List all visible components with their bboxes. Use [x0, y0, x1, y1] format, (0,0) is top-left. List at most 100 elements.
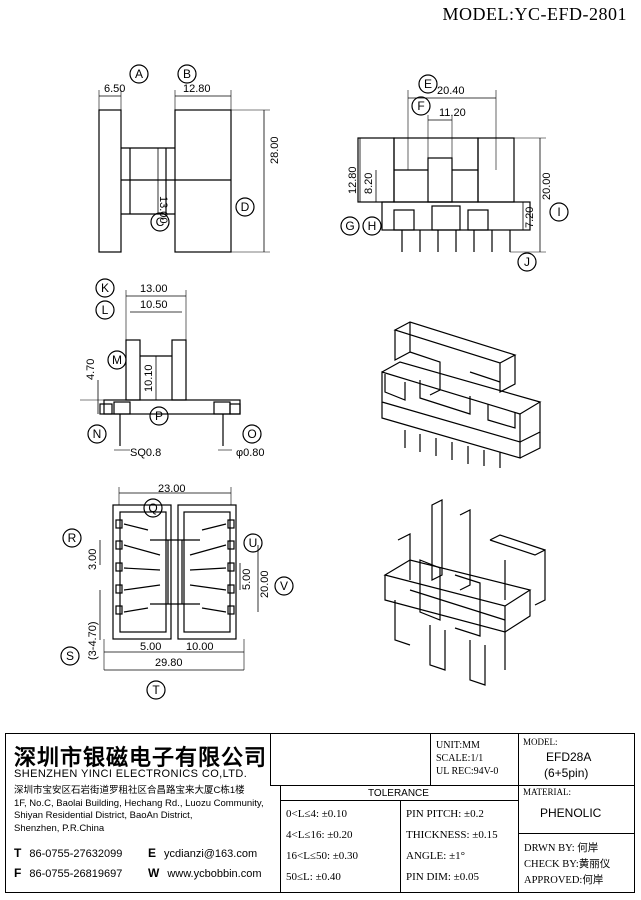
label-H: H [368, 219, 377, 233]
divider-5 [400, 800, 401, 893]
tol-left-2: 4<L≤16: ±0.20 [286, 829, 353, 841]
dim-t: 29.80 [155, 657, 183, 669]
elevation-view [80, 278, 262, 451]
title-block [5, 733, 635, 893]
label-V: V [280, 579, 288, 593]
divider-3 [518, 733, 519, 893]
model-value: EFD28A [546, 750, 592, 764]
label-J: J [524, 255, 530, 269]
fax-value: 86-0755-26819697 [29, 868, 123, 880]
scale: SCALE:1/1 [436, 753, 484, 764]
address-line-4: Shenzhen, P.R.China [14, 822, 105, 834]
dim-m: 4.70 [85, 359, 97, 380]
tol-right-4: PIN DIM: ±0.05 [406, 871, 479, 883]
fax: F 86-0755-26819697 [14, 866, 122, 880]
hdivider-2 [280, 800, 518, 801]
isometric-bottom [383, 499, 546, 686]
label-Q: Q [148, 501, 157, 515]
divider-1 [270, 733, 271, 785]
dim-l: 10.50 [140, 299, 168, 311]
dim-e: 20.40 [437, 85, 465, 97]
approved-by: APPROVED:何岸 [524, 875, 604, 886]
dim-d: 28.00 [269, 136, 281, 164]
label-F: F [417, 99, 424, 113]
label-C: C [156, 215, 165, 229]
ul-rec: UL REC:94V-0 [436, 766, 499, 777]
isometric-top [381, 321, 542, 468]
dim-j: 7.20 [524, 207, 536, 228]
tol-right-3: ANGLE: ±1° [406, 850, 466, 862]
dim-c: 13.00 [157, 196, 169, 224]
tolerance-title: TOLERANCE [368, 788, 429, 799]
hdivider-3 [518, 833, 635, 834]
label-B: B [183, 67, 191, 81]
dim-u: 5.00 [241, 569, 253, 590]
fax-label: F [14, 866, 22, 880]
email-value[interactable]: ycdianzi@163.com [164, 848, 258, 860]
company-cn: 深圳市银磁电子有限公司 [14, 745, 268, 771]
label-M: M [112, 353, 122, 367]
label-L: L [102, 303, 109, 317]
model-label: MODEL: [523, 737, 558, 747]
divider-4 [280, 785, 281, 893]
dim-b: 12.80 [183, 83, 211, 95]
label-E: E [424, 77, 432, 91]
dim-s: (3-4.70) [87, 621, 99, 660]
dim-v: 20.00 [259, 570, 271, 598]
label-U: U [249, 536, 258, 550]
tol-left-3: 16<L≤50: ±0.30 [286, 850, 359, 862]
address-line-1: 深圳市宝安区石岩街道罗租社区合昌路宝来大厦C栋1楼 [14, 785, 245, 796]
dim-p: 10.10 [143, 364, 155, 392]
label-S: S [66, 649, 74, 663]
web-value[interactable]: www.ycbobbin.com [167, 868, 262, 880]
drawn-by: DRWN BY: 何岸 [524, 843, 599, 854]
divider-2 [430, 733, 431, 785]
dim-x: 10.00 [186, 641, 214, 653]
dim-sq: SQ0.8 [130, 447, 161, 459]
label-N: N [93, 427, 102, 441]
label-O: O [247, 427, 256, 441]
web-label: W [148, 866, 160, 880]
tel-value: 86-0755-27632099 [29, 848, 123, 860]
label-A: A [135, 67, 143, 81]
dim-q: 23.00 [158, 483, 186, 495]
tol-left-4: 50≤L: ±0.40 [286, 871, 341, 883]
front-view [98, 64, 270, 253]
label-D: D [241, 200, 250, 214]
address: 深圳市宝安区石岩街道罗租社区合昌路宝来大厦C栋1楼 1F, No.C, Baol… [14, 785, 264, 835]
check-by: CHECK BY:黄丽仪 [524, 859, 611, 870]
material-label: MATERIAL: [523, 787, 571, 797]
tel-label: T [14, 846, 22, 860]
tol-right-1: PIN PITCH: ±0.2 [406, 808, 484, 820]
label-R: R [68, 531, 77, 545]
model-header: MODEL:YC-EFD-2801 [442, 4, 627, 24]
dim-r: 3.00 [87, 549, 99, 570]
address-line-2: 1F, No.C, Baolai Building, Hechang Rd., … [14, 797, 264, 809]
material-value: PHENOLIC [540, 806, 602, 820]
label-P: P [155, 409, 163, 423]
unit: UNIT:MM [436, 740, 480, 751]
dim-dia: φ0.80 [236, 447, 265, 459]
label-K: K [101, 281, 109, 295]
tol-left-1: 0<L≤4: ±0.10 [286, 808, 348, 820]
drawing-canvas: A B C D E F G H I J K L M N P O Q R S T … [60, 64, 569, 700]
dim-h: 8.20 [363, 173, 375, 194]
label-T: T [152, 683, 160, 697]
tol-right-2: THICKNESS: ±0.15 [406, 829, 498, 841]
dim-i: 20.00 [541, 172, 553, 200]
company-en: SHENZHEN YINCI ELECTRONICS CO,LTD. [14, 768, 248, 780]
address-line-3: Shiyan Residential District, BaoAn Distr… [14, 810, 193, 821]
dim-a: 6.50 [104, 83, 125, 95]
tel: T 86-0755-27632099 [14, 846, 122, 860]
dim-f: 11.20 [439, 107, 466, 119]
dim-k: 13.00 [140, 283, 168, 295]
plan-view [60, 487, 294, 700]
email-label: E [148, 846, 157, 860]
hdivider-1 [270, 785, 635, 786]
model-pins: (6+5pin) [544, 766, 589, 780]
dim-w: 5.00 [140, 641, 161, 653]
label-I: I [557, 205, 560, 219]
dim-g: 12.80 [347, 166, 359, 194]
